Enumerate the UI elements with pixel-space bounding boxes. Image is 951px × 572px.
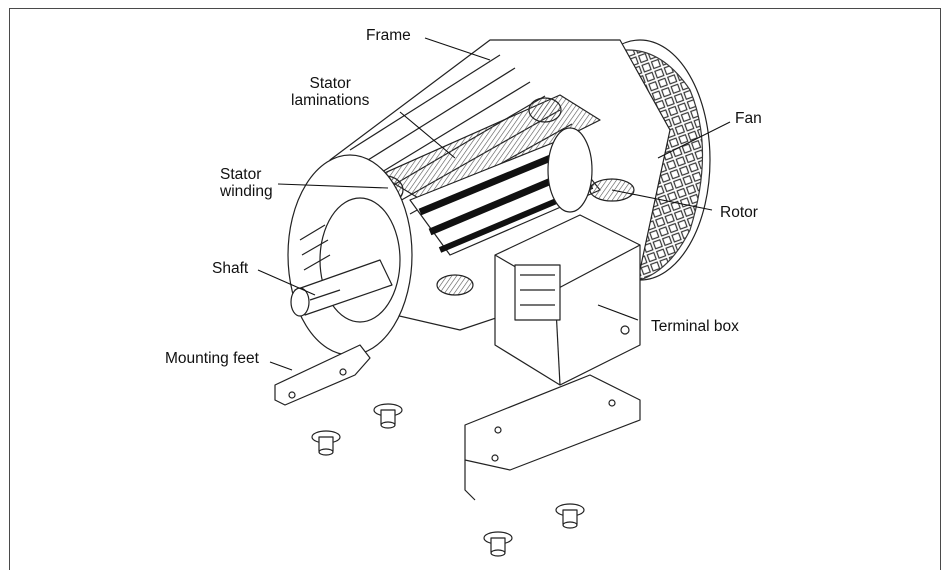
shaft — [290, 259, 393, 317]
figure-border — [9, 8, 941, 570]
stator-laminations-label: Stator laminations — [291, 75, 370, 109]
fan-label: Fan — [735, 110, 762, 127]
leader-lines — [257, 37, 731, 371]
rotor-label: Rotor — [720, 204, 758, 221]
bolts — [311, 403, 585, 557]
terminal-box-label: Terminal box — [651, 318, 739, 335]
shaft-label: Shaft — [212, 260, 249, 277]
terminal-box — [494, 214, 641, 386]
rotor — [409, 127, 601, 256]
mounting-feet-label: Mounting feet — [165, 350, 259, 367]
mounting-feet — [274, 344, 641, 501]
stator-winding-label: Stator winding — [220, 166, 273, 200]
frame-label: Frame — [366, 27, 411, 44]
